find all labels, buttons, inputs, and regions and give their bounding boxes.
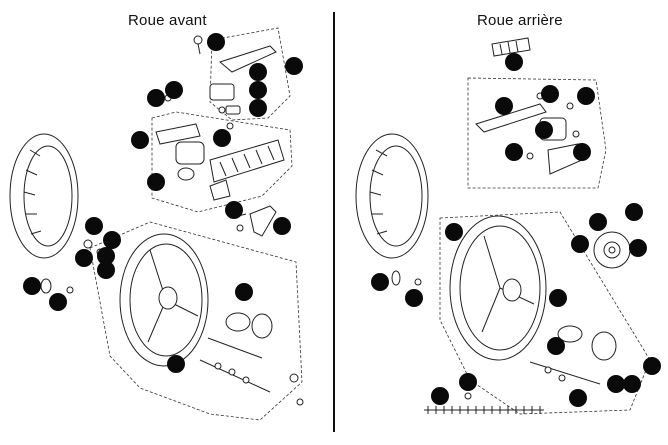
front-lower-lever xyxy=(229,205,277,237)
callout-marker xyxy=(505,143,523,161)
callout-marker xyxy=(569,389,587,407)
callout-marker xyxy=(405,289,423,307)
callout-marker xyxy=(573,143,591,161)
callout-marker xyxy=(505,53,523,71)
front-grip-group xyxy=(151,111,293,213)
callout-marker xyxy=(49,293,67,311)
front-wheel-assembly xyxy=(9,27,304,421)
callout-marker xyxy=(643,357,661,375)
rear-hardware xyxy=(391,270,544,414)
front-brake-lever-group xyxy=(193,27,291,121)
callout-marker xyxy=(629,239,647,257)
section-divider xyxy=(333,12,335,432)
callout-marker xyxy=(495,97,513,115)
rear-callouts xyxy=(371,53,661,407)
callout-marker xyxy=(445,223,463,241)
callout-marker xyxy=(371,273,389,291)
callout-marker xyxy=(165,81,183,99)
callout-marker xyxy=(607,375,625,393)
callout-marker xyxy=(459,373,477,391)
callout-marker xyxy=(249,99,267,117)
front-hardware-left xyxy=(40,94,172,294)
callout-marker xyxy=(549,289,567,307)
callout-marker xyxy=(75,249,93,267)
callout-marker xyxy=(97,261,115,279)
callout-marker xyxy=(103,231,121,249)
callout-marker xyxy=(225,201,243,219)
callout-marker xyxy=(147,89,165,107)
callout-marker xyxy=(131,131,149,149)
callout-marker xyxy=(213,129,231,147)
rear-brake-disc xyxy=(593,231,631,269)
callout-marker xyxy=(623,375,641,393)
callout-marker xyxy=(541,85,559,103)
rear-grip xyxy=(491,37,531,57)
callout-marker xyxy=(273,217,291,235)
callout-marker xyxy=(577,87,595,105)
rear-rim-group xyxy=(439,211,651,415)
front-wheel-title: Roue avant xyxy=(128,12,207,29)
callout-marker xyxy=(207,33,225,51)
callout-marker xyxy=(167,355,185,373)
callout-marker xyxy=(249,63,267,81)
callout-marker xyxy=(589,213,607,231)
rear-tire xyxy=(355,133,429,259)
callout-marker xyxy=(431,387,449,405)
front-tire xyxy=(9,133,79,259)
callout-marker xyxy=(625,203,643,221)
rear-wheel-assembly xyxy=(355,37,661,415)
callout-marker xyxy=(97,247,115,265)
callout-marker xyxy=(285,57,303,75)
rear-wheel-title: Roue arrière xyxy=(477,12,563,29)
front-rim-group xyxy=(89,221,304,421)
callout-marker xyxy=(547,337,565,355)
callout-marker xyxy=(235,283,253,301)
callout-marker xyxy=(535,121,553,139)
callout-marker xyxy=(249,81,267,99)
front-callouts xyxy=(23,33,303,373)
callout-marker xyxy=(147,173,165,191)
callout-marker xyxy=(85,217,103,235)
callout-marker xyxy=(23,277,41,295)
callout-marker xyxy=(571,235,589,253)
